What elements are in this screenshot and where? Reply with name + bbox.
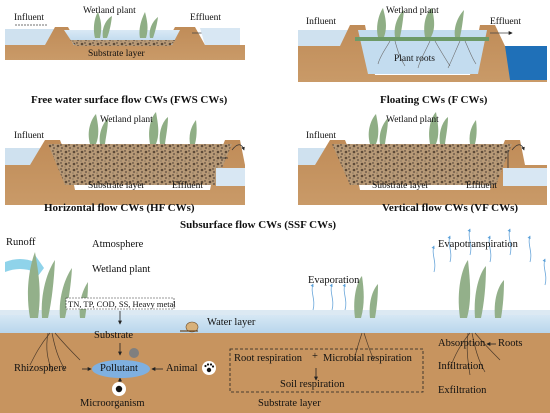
microbial-respiration-label: Microbial respiration	[323, 353, 412, 364]
roots-label: Roots	[498, 338, 523, 349]
floating-plant-label: Wetland plant	[386, 6, 439, 16]
hf-plant-label: Wetland plant	[100, 115, 153, 125]
fws-substrate-label: Substrate layer	[88, 49, 145, 59]
fws-plant-label: Wetland plant	[83, 6, 136, 16]
floating-influent-label: Influent	[306, 17, 337, 27]
fws-caption: Free water surface flow CWs (FWS CWs)	[31, 94, 228, 106]
vf-panel	[298, 112, 547, 205]
vf-substrate-label: Substrate layer	[372, 181, 429, 191]
infiltration-label: Infiltration	[438, 361, 484, 372]
fws-effluent-label: Effluent	[190, 13, 221, 23]
pollutant-list-label: TN, TP, COD, SS, Heavy metal	[68, 299, 176, 309]
pollutant-ellipse	[92, 360, 150, 378]
plus-label: +	[312, 351, 318, 362]
floating-caption: Floating CWs (F CWs)	[380, 94, 488, 106]
runoff-label: Runoff	[6, 237, 36, 248]
vf-effluent-label: Effluent	[466, 181, 497, 191]
hf-substrate-label: Substrate layer	[88, 181, 145, 191]
evapotranspiration-label: Evapotranspiration	[438, 239, 518, 250]
floating-effluent-label: Effluent	[490, 17, 521, 27]
hf-effluent-label: Effluent	[172, 181, 203, 191]
pollutant-label: Pollutant	[100, 363, 138, 374]
floating-roots-label: Plant roots	[394, 54, 435, 64]
exfiltration-label: Exfiltration	[438, 385, 487, 396]
substrate-pebble-icon	[129, 348, 139, 358]
floating-panel	[298, 8, 547, 82]
evaporation-label: Evaporation	[308, 275, 360, 286]
hf-caption: Horizontal flow CWs (HF CWs)	[44, 202, 195, 214]
water-layer-label: Water layer	[207, 317, 256, 328]
microbe-icon	[112, 382, 126, 396]
fws-influent-label: Influent	[14, 13, 45, 23]
process-plant-label: Wetland plant	[92, 264, 151, 275]
runoff-arrow	[5, 255, 44, 280]
atmosphere-label: Atmosphere	[92, 239, 144, 250]
substrate-layer-label: Substrate layer	[258, 398, 321, 409]
snail-icon	[180, 321, 199, 333]
animal-label: Animal	[166, 363, 198, 374]
vf-caption: Vertical flow CWs (VF CWs)	[382, 202, 519, 214]
soil-respiration-label: Soil respiration	[280, 379, 345, 390]
vf-influent-label: Influent	[306, 131, 337, 141]
paw-icon	[202, 361, 216, 375]
pollutant-list-box	[65, 297, 175, 310]
root-respiration-label: Root respiration	[234, 353, 302, 364]
process-panel	[0, 228, 550, 413]
substrate-label: Substrate	[94, 330, 134, 341]
absorption-label: Absorption	[438, 338, 486, 349]
fws-panel	[5, 12, 245, 60]
vf-plant-label: Wetland plant	[386, 115, 439, 125]
rhizosphere-label: Rhizosphere	[14, 363, 67, 374]
hf-influent-label: Influent	[14, 131, 45, 141]
microorganism-label: Microorganism	[80, 398, 145, 409]
ssf-caption: Subsurface flow CWs (SSF CWs)	[180, 219, 337, 231]
hf-panel	[5, 112, 245, 205]
respiration-box	[229, 348, 424, 393]
